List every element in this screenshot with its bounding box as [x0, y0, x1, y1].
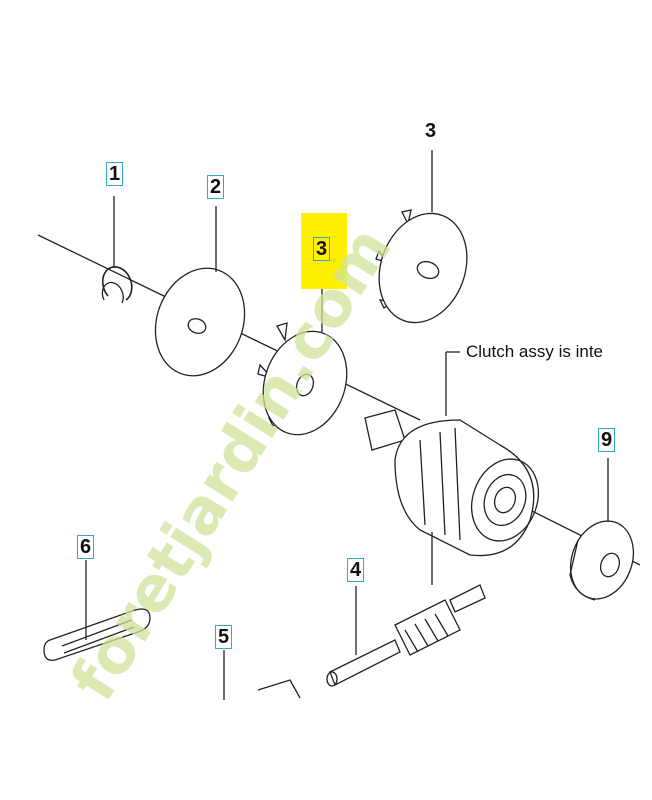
callout-3-highlighted[interactable]: 3 [313, 237, 331, 261]
callout-9: 9 [598, 428, 616, 452]
bracket-link-part [43, 608, 151, 661]
thick-washer-part [569, 520, 634, 601]
callout-3-top: 3 [425, 120, 437, 142]
circlip-part [101, 266, 133, 304]
callout-1: 1 [106, 162, 124, 186]
clutch-drum-part [364, 409, 539, 557]
washer-disc-part [154, 267, 246, 377]
pinion-shaft-part [326, 584, 486, 687]
partial-part-bottom [257, 679, 301, 699]
callout-2: 2 [207, 175, 225, 199]
clutch-assy-note: Clutch assy is inte [466, 342, 603, 361]
callout-4: 4 [347, 558, 365, 582]
callout-6: 6 [77, 535, 95, 559]
callout-5: 5 [215, 625, 233, 649]
lugged-disc-part-center [257, 322, 348, 436]
lugged-disc-part-top [375, 209, 468, 324]
